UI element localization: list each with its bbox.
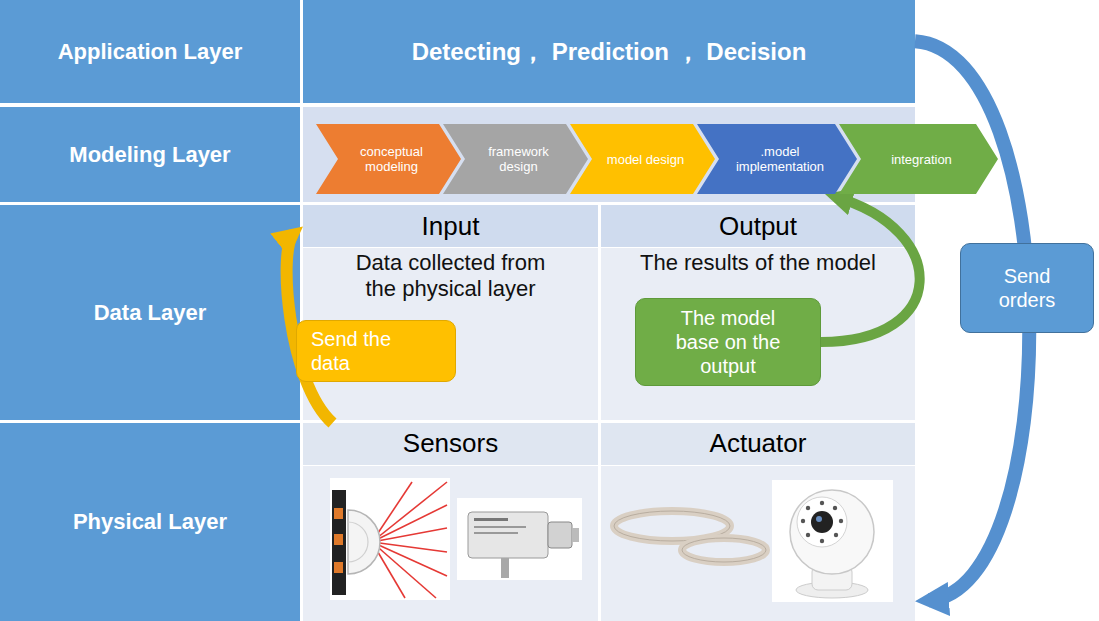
sensor-housing bbox=[468, 512, 548, 558]
ir-light bbox=[806, 533, 810, 537]
picture-ground bbox=[457, 498, 582, 580]
ray bbox=[372, 482, 447, 542]
camera-face bbox=[797, 497, 847, 547]
process-chevron: model design bbox=[570, 124, 715, 194]
layer-label: Modeling Layer bbox=[69, 142, 230, 168]
camera-ball bbox=[790, 490, 874, 574]
component bbox=[334, 508, 343, 519]
callout-text: Send orders bbox=[979, 264, 1075, 312]
layer-cell: Physical Layer bbox=[0, 423, 300, 621]
component bbox=[334, 534, 343, 545]
ray bbox=[372, 542, 436, 598]
process-chevron: framework design bbox=[443, 124, 588, 194]
callout-box: Send orders bbox=[960, 243, 1094, 333]
callout-box: Send the data bbox=[296, 320, 456, 382]
step-label: .model implementation bbox=[725, 144, 835, 174]
application-band: Detecting， Prediction ， Decision bbox=[303, 0, 915, 103]
cell-title: Input bbox=[422, 210, 480, 242]
temperature-sensor-picture bbox=[457, 498, 582, 580]
data-cell: OutputThe results of the modelThe model … bbox=[601, 205, 915, 420]
layer-cell: Modeling Layer bbox=[0, 107, 300, 202]
device-cell: Sensors bbox=[303, 423, 598, 621]
layer-label: Data Layer bbox=[94, 300, 207, 326]
lamp-ring bbox=[682, 538, 766, 562]
ir-lights bbox=[801, 501, 843, 543]
ray bbox=[372, 542, 447, 576]
picture-ground bbox=[330, 478, 450, 600]
application-text: Detecting， Prediction ， Decision bbox=[412, 38, 807, 66]
data-cell: InputData collected from the physical la… bbox=[303, 205, 598, 420]
ir-light bbox=[806, 506, 810, 510]
sensing-rays bbox=[372, 482, 447, 598]
component bbox=[334, 562, 343, 573]
chevron-fill bbox=[839, 124, 998, 194]
ir-light bbox=[839, 519, 843, 523]
cell-title: Output bbox=[719, 210, 797, 242]
ray bbox=[372, 528, 447, 542]
motion-sensor-picture bbox=[330, 478, 450, 600]
ir-light bbox=[820, 539, 824, 543]
process-chevron: .model implementation bbox=[697, 124, 857, 194]
process-chevron: conceptual modeling bbox=[316, 124, 461, 194]
step-label: framework design bbox=[471, 144, 566, 174]
dome-facet bbox=[348, 522, 368, 562]
ray bbox=[372, 505, 447, 542]
cell-title: Actuator bbox=[710, 427, 807, 459]
camera-picture bbox=[772, 480, 893, 602]
layer-cell: Application Layer bbox=[0, 0, 300, 103]
housing-mark bbox=[474, 518, 508, 521]
picture-ground bbox=[772, 480, 893, 602]
cell-title: Sensors bbox=[403, 427, 498, 459]
step-label: conceptual modeling bbox=[344, 144, 439, 174]
housing-mark bbox=[474, 526, 526, 528]
chevron-fill bbox=[570, 124, 715, 194]
chevron-fill bbox=[316, 124, 461, 194]
chevron-fill bbox=[443, 124, 588, 194]
layer-label: Physical Layer bbox=[73, 509, 227, 535]
cell-description: The results of the model bbox=[640, 250, 876, 276]
ceiling-lamp-picture bbox=[614, 511, 766, 562]
ir-light bbox=[834, 533, 838, 537]
lamp-ring-edge bbox=[682, 538, 766, 562]
process-chevron: integration bbox=[839, 124, 998, 194]
ir-light bbox=[820, 501, 824, 505]
chevron-fill bbox=[697, 124, 857, 194]
layer-label: Application Layer bbox=[58, 39, 243, 65]
step-label: integration bbox=[891, 152, 952, 167]
housing-mark bbox=[474, 532, 518, 534]
sensor-dome bbox=[348, 510, 380, 574]
ir-light bbox=[833, 506, 837, 510]
probe bbox=[501, 558, 509, 578]
callout-box: The model base on the output bbox=[635, 298, 821, 386]
cable-gland bbox=[548, 522, 572, 548]
callout-text: The model base on the output bbox=[664, 306, 792, 378]
callout-text: Send the data bbox=[311, 327, 419, 375]
device-cell: Actuator bbox=[601, 423, 915, 621]
cell-description: Data collected from the physical layer bbox=[338, 250, 563, 302]
lens-glint bbox=[816, 516, 822, 522]
layer-cell: Data Layer bbox=[0, 205, 300, 420]
ir-light bbox=[801, 519, 805, 523]
step-label: model design bbox=[607, 152, 684, 167]
camera-lens bbox=[811, 511, 833, 533]
circuit-board bbox=[332, 490, 346, 595]
gland-nut bbox=[572, 528, 579, 542]
